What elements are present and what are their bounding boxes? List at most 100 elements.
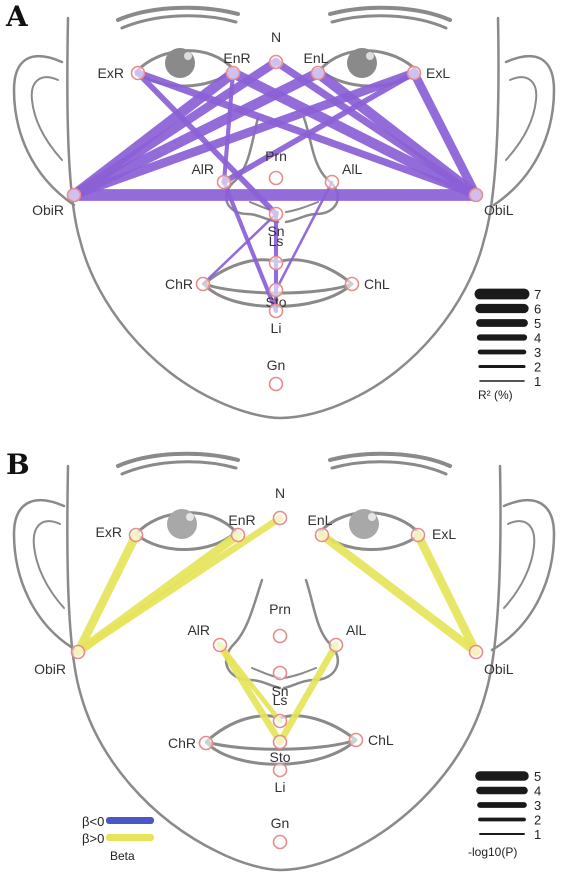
landmark-alr-label: AlR	[187, 622, 210, 638]
landmark-all-marker	[328, 637, 344, 653]
r2-legend-value-6: 6	[534, 302, 541, 317]
edges-a	[68, 57, 482, 314]
landmark-enr-label: EnR	[228, 512, 255, 528]
landmark-ls-marker	[272, 713, 288, 729]
panel-b-letter: B	[6, 448, 30, 481]
beta-neg-label: β<0	[82, 814, 104, 829]
landmark-alr-label: AlR	[191, 161, 214, 177]
landmark-chl-marker	[348, 732, 364, 748]
landmark-exr-label: ExR	[96, 524, 122, 540]
landmark-exl-marker	[406, 65, 422, 81]
landmark-li-label: Li	[271, 320, 282, 336]
landmark-li-marker	[268, 303, 284, 319]
landmark-sn-label: Sn	[271, 683, 288, 699]
landmark-prn-label: Prn	[269, 601, 291, 617]
landmark-chr-marker	[198, 735, 214, 751]
landmark-obir-label: ObiR	[34, 661, 66, 677]
landmark-ls-label: Ls	[269, 233, 284, 249]
face-outline-b	[12, 451, 556, 872]
edge-all-sto	[274, 180, 334, 292]
panel-a: A	[5, 0, 556, 420]
landmark-obir-marker	[70, 644, 86, 660]
beta-pos-swatch	[106, 834, 154, 841]
landmark-chr-label: ChR	[165, 276, 193, 292]
r2-legend-title: R² (%)	[478, 388, 513, 402]
landmark-sn-marker	[268, 206, 284, 222]
landmark-li-label: Li	[275, 779, 286, 795]
landmark-enr-marker	[225, 65, 241, 81]
landmark-obil-marker	[468, 644, 484, 660]
edge-chr-sn	[201, 212, 278, 286]
edge-all-sto	[276, 641, 340, 746]
beta-pos-label: β>0	[82, 831, 104, 846]
r2-legend-value-5: 5	[534, 316, 541, 331]
landmark-chr-marker	[195, 276, 211, 292]
landmark-n-marker	[272, 510, 288, 526]
pvalue-legend-value-1: 1	[534, 827, 541, 842]
r2-legend-value-4: 4	[534, 331, 541, 346]
landmark-chl-label: ChL	[364, 276, 390, 292]
pvalue-legend-value-2: 2	[534, 813, 541, 828]
landmark-gn-marker	[268, 376, 284, 392]
pvalue-legend-title: -log10(P)	[468, 845, 517, 859]
landmark-sto-marker	[268, 282, 284, 298]
pvalue-legend-value-3: 3	[534, 798, 541, 813]
landmark-li-marker	[272, 762, 288, 778]
edge-alr-ls	[217, 642, 283, 724]
landmark-chr-label: ChR	[168, 735, 196, 751]
landmark-gn-label: Gn	[267, 357, 286, 373]
landmark-n-marker	[268, 54, 284, 70]
landmark-exl-marker	[410, 527, 426, 543]
landmark-enl-marker	[310, 65, 326, 81]
landmark-exl-label: ExL	[426, 65, 450, 81]
landmark-obil-marker	[468, 187, 484, 203]
landmark-obil-label: ObiL	[484, 202, 514, 218]
landmark-alr-marker	[216, 174, 232, 190]
r2-legend-value-3: 3	[534, 345, 541, 360]
landmark-prn-marker	[272, 628, 288, 644]
landmark-chl-label: ChL	[368, 732, 394, 748]
edge-obil-enr	[227, 67, 482, 201]
edge-obil-exl	[413, 530, 481, 657]
landmark-n-label: N	[271, 29, 281, 45]
landmark-sto-label: Sto	[269, 749, 290, 765]
r2-legend-value-1: 1	[534, 374, 541, 389]
landmark-prn-marker	[268, 170, 284, 186]
r2-legend-value-7: 7	[534, 287, 541, 302]
landmark-enl-label: EnL	[304, 50, 329, 66]
edge-exl-alr	[221, 70, 417, 185]
landmark-prn-label: Prn	[265, 148, 287, 164]
landmark-enl-label: EnL	[308, 512, 333, 528]
beta-legend-title: Beta	[110, 849, 135, 863]
landmark-exr-marker	[130, 65, 146, 81]
landmark-enr-label: EnR	[223, 50, 250, 66]
panel-a-letter: A	[5, 0, 29, 33]
landmark-gn-marker	[272, 834, 288, 850]
landmark-enl-marker	[314, 527, 330, 543]
landmark-gn-label: Gn	[271, 815, 290, 831]
edge-obir-enr	[68, 67, 239, 201]
edge-obil-exl	[409, 68, 481, 200]
r2-legend-value-2: 2	[534, 360, 541, 375]
landmark-all-label: AlL	[342, 161, 362, 177]
edge-obir-exr	[73, 530, 141, 657]
edge-obir-n	[74, 514, 284, 656]
landmark-alr-marker	[212, 637, 228, 653]
landmark-ls-marker	[268, 255, 284, 271]
landmark-obil-label: ObiL	[484, 661, 514, 677]
pvalue-legend-value-4: 4	[534, 784, 541, 799]
beta-legend: β<0 β>0 Beta	[82, 814, 154, 863]
edge-obir-exl	[69, 68, 419, 200]
beta-neg-swatch	[106, 817, 154, 824]
edge-obil-enl	[317, 530, 481, 657]
landmark-enr-marker	[230, 527, 246, 543]
landmark-ls-label: Ls	[273, 692, 288, 708]
landmark-obir-label: ObiR	[32, 202, 64, 218]
landmark-obir-marker	[66, 187, 82, 203]
landmark-exr-label: ExR	[98, 65, 124, 81]
